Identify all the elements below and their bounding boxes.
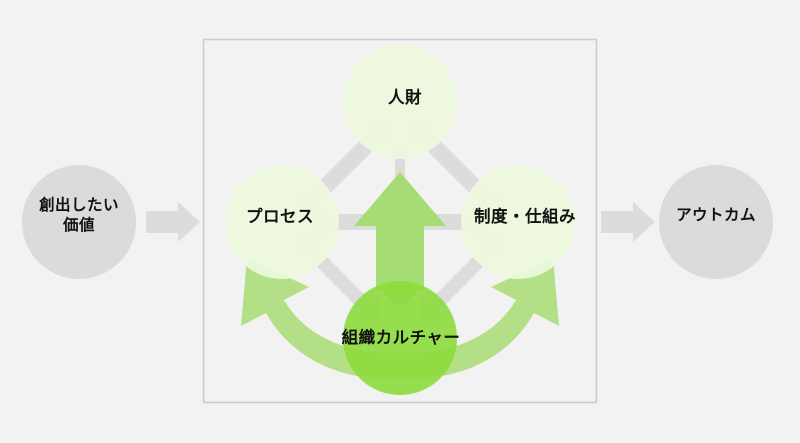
culture-to-systems-curve <box>396 258 559 379</box>
node-systems-circle <box>461 165 575 279</box>
node-outcome-circle <box>659 165 773 279</box>
node-value-circle <box>22 165 136 279</box>
culture-to-process-curve <box>241 258 404 379</box>
node-process-circle <box>225 165 339 279</box>
input-arrow <box>146 202 200 242</box>
output-arrow <box>601 202 655 242</box>
node-talent-circle <box>343 45 457 159</box>
organization-box <box>202 38 598 404</box>
culture-uplift-arrow <box>354 172 446 308</box>
node-culture-circle <box>343 281 457 395</box>
